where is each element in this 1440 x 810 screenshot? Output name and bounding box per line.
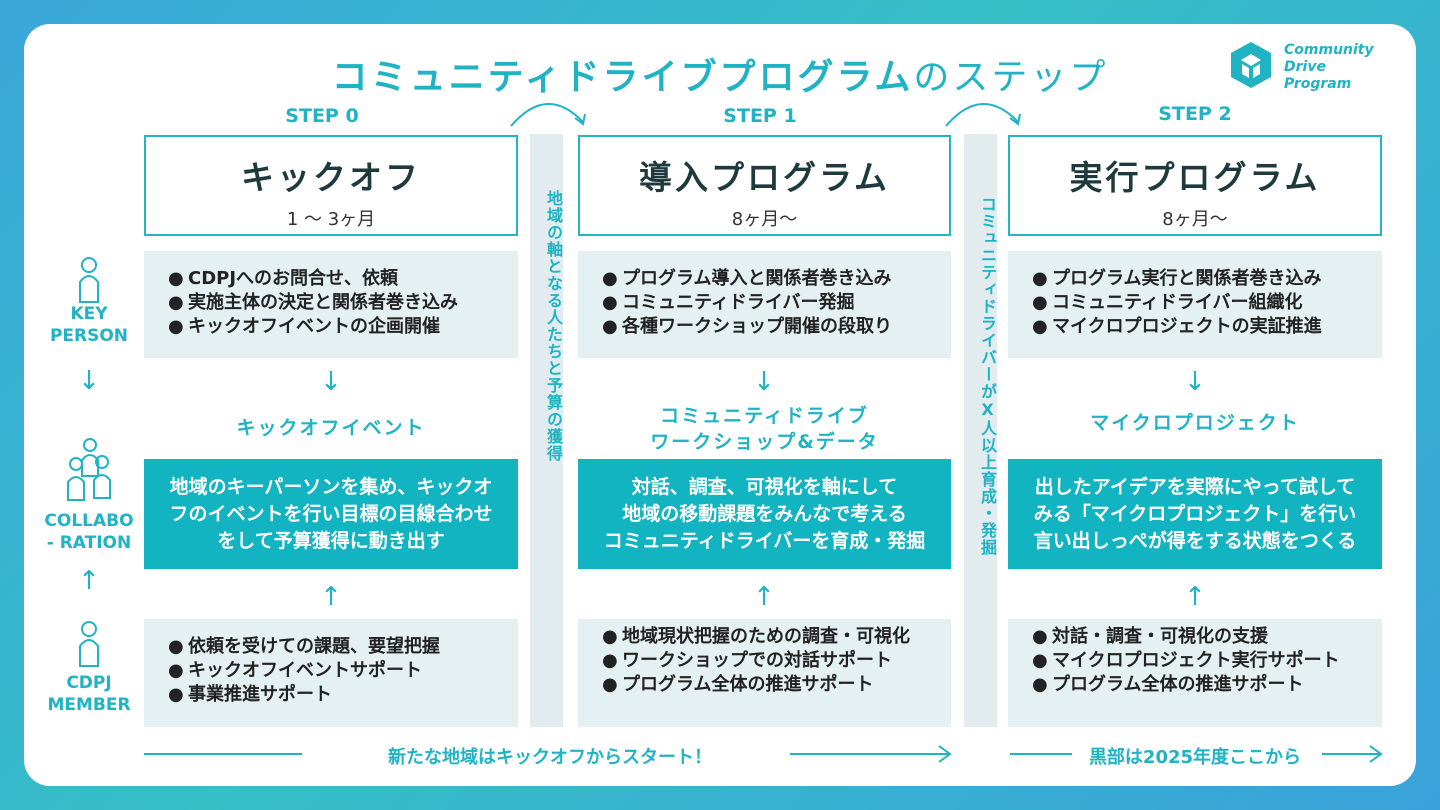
logo-line-1: Community [1284, 42, 1374, 58]
divider-text-right: コミュニティドライバーがX人以上育成・発掘 [978, 196, 997, 556]
step-2-header: 実行プログラム 8ヶ月〜 [1008, 135, 1382, 236]
list-item: ●ワークショップでの対話サポート [602, 650, 892, 671]
list-item: ●依頼を受けての課題、要望把握 [168, 636, 440, 657]
step-2-collab-box: 出したアイデアを実際にやって試して みる「マイクロプロジェクト」を行い 言い出し… [1008, 459, 1382, 569]
role-member-line-1: CDPJ [66, 673, 112, 693]
arrow-up-icon: ↑ [78, 566, 100, 596]
step-1-member-list: ●地域現状把握のための調査・可視化 ●ワークショップでの対話サポート ●プログラ… [578, 619, 951, 727]
arrow-down-icon: ↓ [320, 367, 342, 397]
step-2-duration: 8ヶ月〜 [1162, 209, 1228, 230]
list-item: ●キックオフイベントの企画開催 [168, 316, 440, 337]
person-icon [79, 621, 99, 667]
title-main: コミュニティドライブプログラム [331, 57, 914, 98]
footer-right-text: 黒部は2025年度ここから [1088, 747, 1302, 768]
person-icon [79, 257, 99, 303]
footer-left-text: 新たな地域はキックオフからスタート！ [388, 747, 712, 768]
connector-arrow-icon [510, 103, 586, 127]
step-2-member-list: ●対話・調査・可視化の支援 ●マイクロプロジェクト実行サポート ●プログラム全体… [1008, 619, 1382, 727]
list-item: ●コミュニティドライバー発掘 [602, 292, 855, 313]
step-0-collab-box: 地域のキーパーソンを集め、キックオ フのイベントを行い目標の目線合わせ をして予… [144, 459, 518, 569]
logo-text: Community Drive Program [1284, 42, 1374, 93]
role-key-line-1: KEY [70, 304, 108, 324]
connector-arrow-icon [945, 103, 1021, 127]
list-item: ●各種ワークショップ開催の段取り [602, 316, 892, 337]
footer-arrow-right [1010, 745, 1383, 763]
list-item: ●プログラム全体の推進サポート [1032, 674, 1304, 695]
step-0-event: キックオフイベント [236, 417, 426, 439]
step-0-duration: 1 〜 3ヶ月 [286, 209, 376, 230]
step-2-title: 実行プログラム [1069, 158, 1321, 197]
logo-line-2: Drive [1284, 59, 1326, 75]
step-1-key-list: ●プログラム導入と関係者巻き込み ●コミュニティドライバー発掘 ●各種ワークショ… [578, 251, 951, 358]
list-item: ●プログラム全体の推進サポート [602, 674, 874, 695]
divider-text-left: 地域の軸となる人たちと予算の獲得 [544, 190, 563, 462]
divider-bar-left [530, 134, 563, 727]
step-2-event: マイクロプロジェクト [1090, 412, 1300, 434]
role-member-line-2: MEMBER [47, 695, 131, 715]
group-icon [67, 438, 111, 501]
step-1-header: 導入プログラム 8ヶ月〜 [578, 135, 951, 236]
role-collaboration: COLLABO - RATION [34, 510, 144, 554]
list-item: ●対話・調査・可視化の支援 [1032, 626, 1268, 647]
list-item: ●マイクロプロジェクト実行サポート [1032, 650, 1340, 671]
step-1-label: STEP 1 [723, 105, 797, 127]
role-collab-line-1: COLLABO [44, 511, 134, 531]
logo-line-3: Program [1284, 76, 1352, 92]
step-2-label: STEP 2 [1158, 103, 1232, 125]
title-suffix: のステップ [913, 57, 1109, 98]
list-item: ●プログラム導入と関係者巻き込み [602, 268, 892, 289]
footer-arrow-left [144, 745, 952, 763]
arrow-up-icon: ↑ [753, 582, 775, 612]
step-1-collab-box: 対話、調査、可視化を軸にして 地域の移動課題をみんなで考える コミュニティドライ… [578, 459, 951, 569]
step-0-label: STEP 0 [285, 105, 359, 127]
step-1-title: 導入プログラム [638, 158, 890, 197]
page-title: コミュニティドライブプログラムのステップ [0, 48, 1440, 100]
step-0-title: キックオフ [241, 158, 421, 197]
divider-bar-right [964, 134, 997, 727]
list-item: ●地域現状把握のための調査・可視化 [602, 626, 910, 647]
role-collab-line-2: - RATION [46, 533, 132, 553]
list-item: ●キックオフイベントサポート [168, 660, 422, 681]
step-1-duration: 8ヶ月〜 [731, 209, 798, 230]
step-0-header: キックオフ 1 〜 3ヶ月 [144, 135, 518, 236]
list-item: ●マイクロプロジェクトの実証推進 [1032, 316, 1322, 337]
list-item: ●CDPJへのお問合せ、依頼 [168, 268, 399, 289]
list-item: ●コミュニティドライバー組織化 [1032, 292, 1303, 313]
step-1-event: コミュニティドライブ ワークショップ&データ [650, 405, 879, 453]
role-cdpj-member: CDPJ MEMBER [34, 672, 144, 716]
list-item: ●実施主体の決定と関係者巻き込み [168, 292, 458, 313]
list-item: ●事業推進サポート [168, 684, 332, 705]
step-0-member-list: ●依頼を受けての課題、要望把握 ●キックオフイベントサポート ●事業推進サポート [144, 619, 518, 727]
list-item: ●プログラム実行と関係者巻き込み [1032, 268, 1322, 289]
cube-logo-icon [1231, 42, 1271, 88]
role-key-line-2: PERSON [49, 326, 129, 346]
step-2-key-list: ●プログラム実行と関係者巻き込み ●コミュニティドライバー組織化 ●マイクロプロ… [1008, 251, 1382, 358]
arrow-up-icon: ↑ [1184, 582, 1206, 612]
role-key-person: KEY PERSON [34, 303, 144, 347]
arrow-up-icon: ↑ [320, 582, 342, 612]
arrow-down-icon: ↓ [1184, 367, 1206, 397]
arrow-down-icon: ↓ [78, 366, 100, 396]
step-0-key-list: ●CDPJへのお問合せ、依頼 ●実施主体の決定と関係者巻き込み ●キックオフイベ… [144, 251, 518, 358]
arrow-down-icon: ↓ [753, 367, 775, 397]
